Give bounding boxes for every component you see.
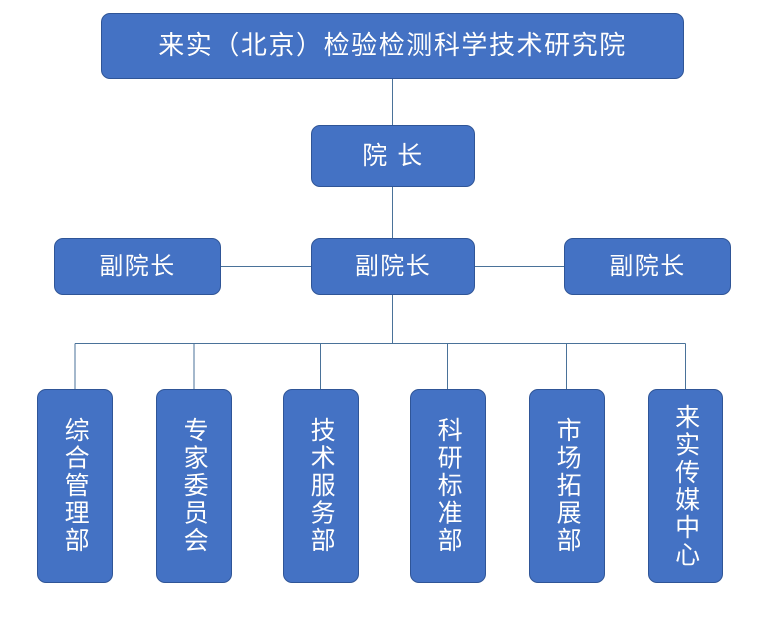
org-node-department-technical-service-label: 技术服务部 <box>307 417 336 555</box>
org-node-director[interactable]: 院 长 <box>311 125 475 187</box>
org-node-deputy-center-label: 副院长 <box>354 252 432 280</box>
org-node-department-general-management-label: 综合管理部 <box>61 417 90 555</box>
org-node-institute[interactable]: 来实（北京）检验检测科学技术研究院 <box>101 13 684 79</box>
org-node-deputy-left[interactable]: 副院长 <box>54 238 221 295</box>
org-node-deputy-center[interactable]: 副院长 <box>311 238 475 295</box>
org-node-department-research-standards-label: 科研标准部 <box>434 417 463 555</box>
org-node-institute-label: 来实（北京）检验检测科学技术研究院 <box>158 30 627 61</box>
org-node-department-media-center-label: 来实传媒中心 <box>671 403 700 569</box>
org-node-deputy-right[interactable]: 副院长 <box>564 238 731 295</box>
org-node-department-expert-committee[interactable]: 专家委员会 <box>156 389 232 583</box>
org-node-department-technical-service[interactable]: 技术服务部 <box>283 389 359 583</box>
org-node-department-media-center[interactable]: 来实传媒中心 <box>648 389 723 583</box>
org-node-deputy-left-label: 副院长 <box>99 252 176 280</box>
org-node-department-research-standards[interactable]: 科研标准部 <box>410 389 486 583</box>
org-node-department-market-development-label: 市场拓展部 <box>553 417 582 555</box>
org-node-director-label: 院 长 <box>362 141 424 170</box>
org-node-department-expert-committee-label: 专家委员会 <box>180 417 209 555</box>
org-node-department-general-management[interactable]: 综合管理部 <box>37 389 113 583</box>
org-node-deputy-right-label: 副院长 <box>609 252 686 280</box>
org-node-department-market-development[interactable]: 市场拓展部 <box>529 389 605 583</box>
